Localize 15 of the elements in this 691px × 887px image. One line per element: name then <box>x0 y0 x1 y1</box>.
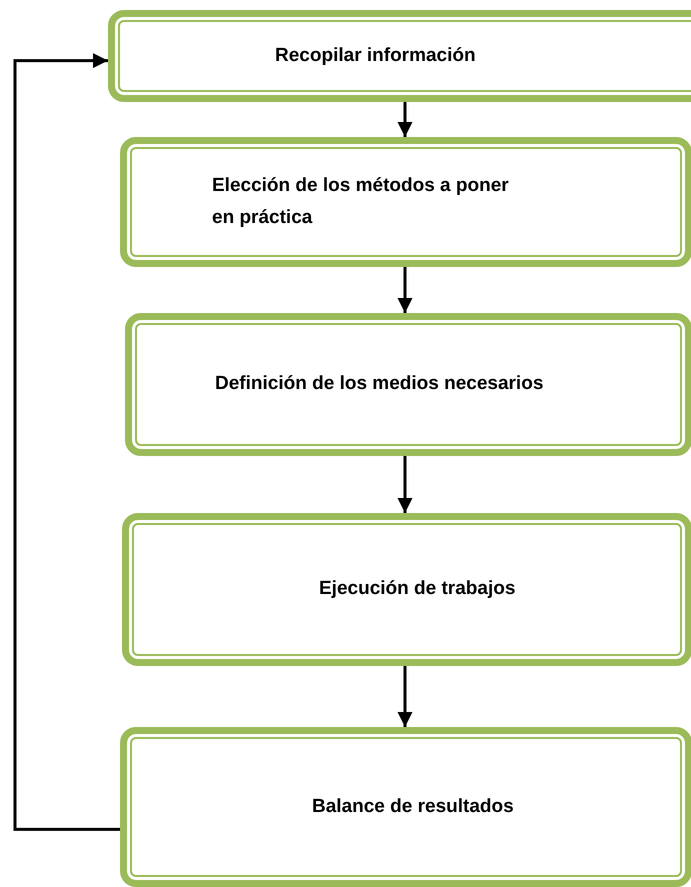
step-label: Definición de los medios necesarios <box>215 372 544 396</box>
process-box <box>120 727 691 887</box>
process-box <box>120 137 691 267</box>
step-label: Ejecución de trabajos <box>319 577 516 602</box>
arrow <box>398 102 412 137</box>
step-label: Balance de resultados <box>312 794 514 819</box>
arrow <box>14 53 120 831</box>
step-label: Recopilar información <box>275 44 476 68</box>
arrow <box>398 267 412 313</box>
process-box <box>122 513 691 666</box>
arrow <box>398 456 412 513</box>
arrow <box>398 666 412 727</box>
process-box <box>125 313 691 456</box>
process-box <box>108 10 691 102</box>
step-label: Elección de los métodos a poner en práctica <box>212 174 510 230</box>
